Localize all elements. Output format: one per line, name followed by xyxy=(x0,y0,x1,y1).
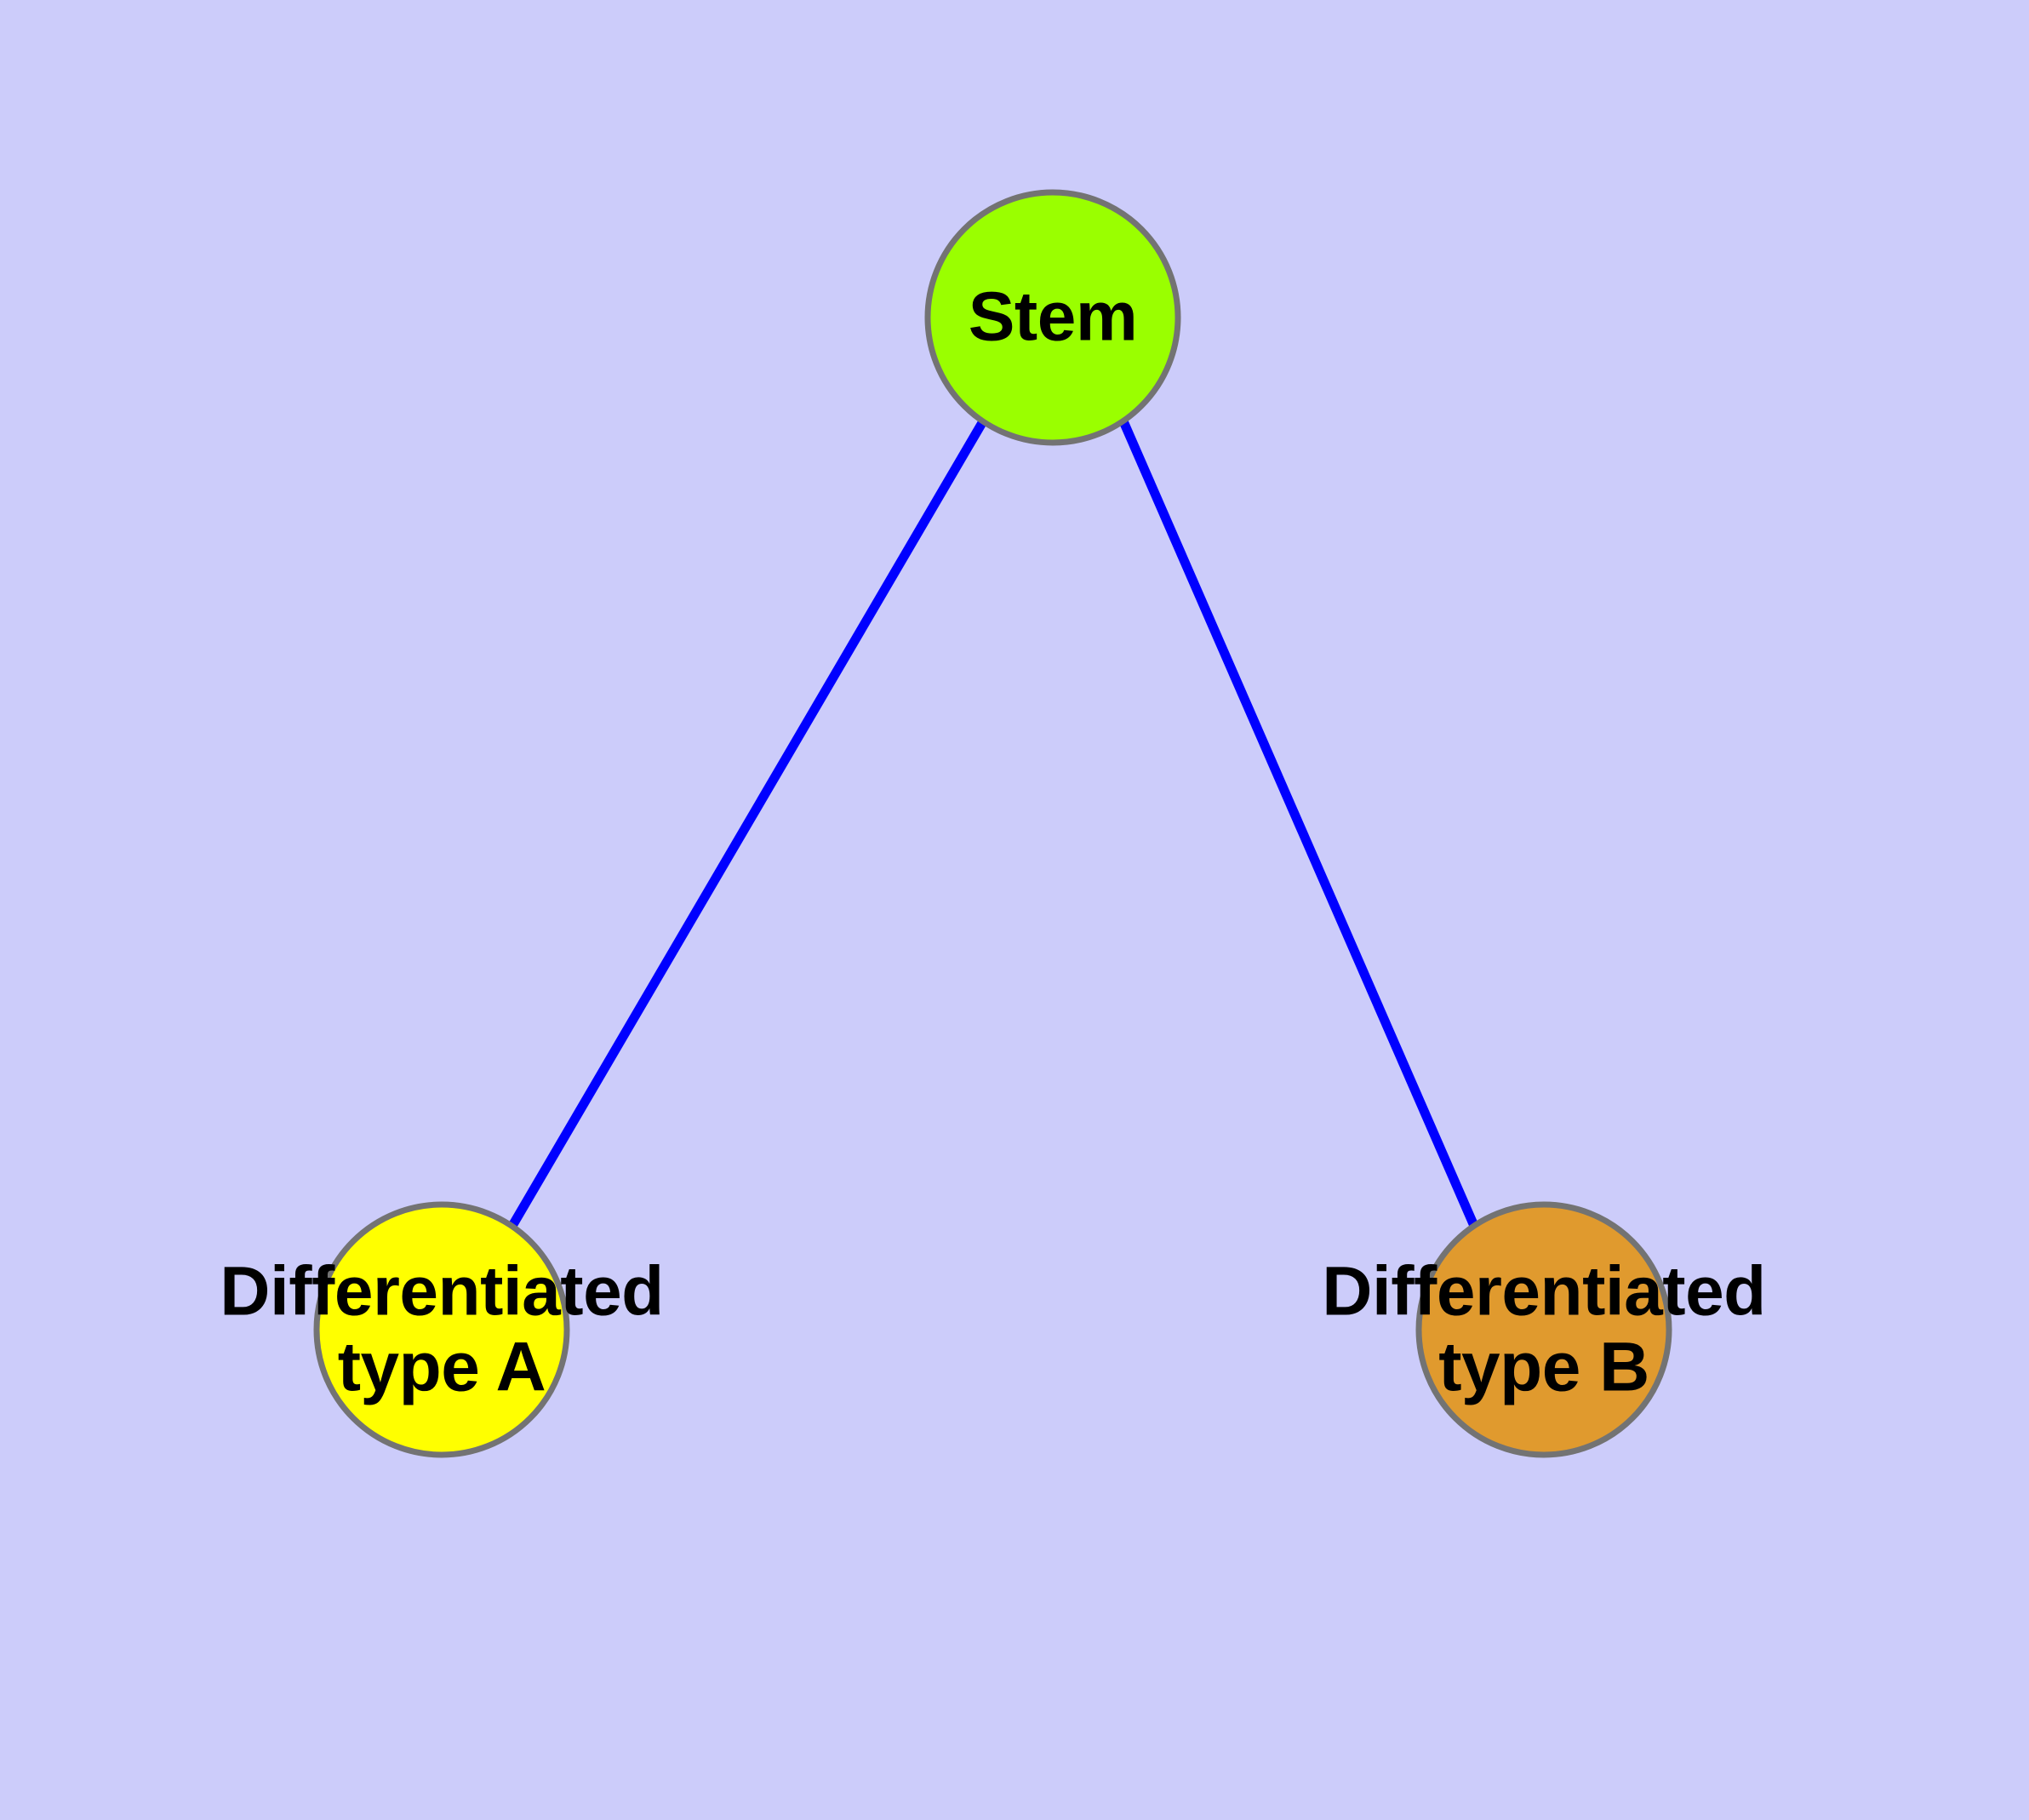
node-circle-differentiated-type-b[interactable] xyxy=(1415,1201,1672,1458)
edge-group xyxy=(508,419,1479,1228)
node-circle-differentiated-type-a[interactable] xyxy=(313,1201,570,1458)
edge-stem-to-differentiated-type-a[interactable] xyxy=(508,419,987,1228)
node-circle-stem[interactable] xyxy=(924,189,1181,446)
edge-stem-to-differentiated-type-b[interactable] xyxy=(1118,419,1479,1228)
node-group xyxy=(313,189,1672,1458)
